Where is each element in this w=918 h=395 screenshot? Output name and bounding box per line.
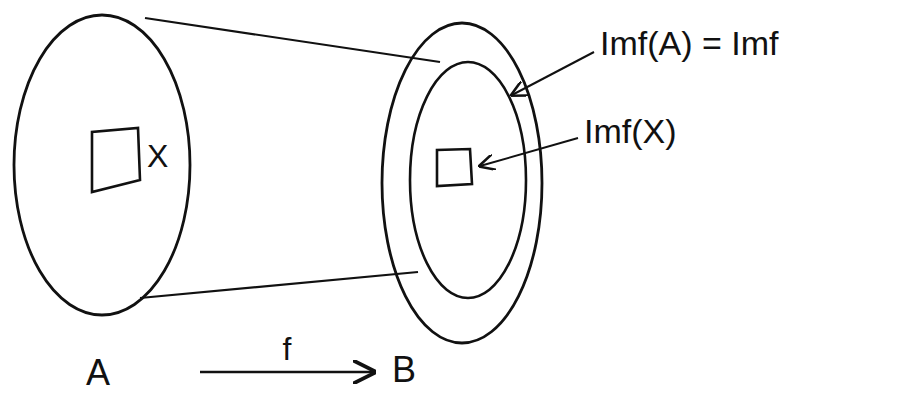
function-name: f	[281, 331, 294, 368]
callout-label: Imf(A) = Imf	[600, 24, 779, 63]
callout-label: Imf(X)	[584, 112, 677, 151]
cylinder-top-line	[145, 18, 440, 62]
ellipse-outline	[8, 10, 196, 390]
subset-name: X	[147, 138, 168, 175]
ellipse-outline	[14, 15, 190, 315]
set-name: B	[392, 349, 416, 390]
mapping-arrow	[200, 371, 374, 374]
image-square	[437, 149, 472, 186]
connector-group	[200, 372, 374, 373]
image-region	[410, 62, 526, 298]
subset-square	[92, 128, 140, 192]
set-ellipse: A	[8, 10, 196, 390]
leader-line	[512, 52, 594, 95]
cylinder-bottom-line	[140, 272, 418, 298]
ellipse-outline	[378, 15, 548, 390]
set-ellipse: B	[378, 15, 548, 390]
set-name: A	[86, 352, 110, 393]
ellipse-outline	[382, 23, 542, 343]
leader-line	[480, 138, 578, 166]
